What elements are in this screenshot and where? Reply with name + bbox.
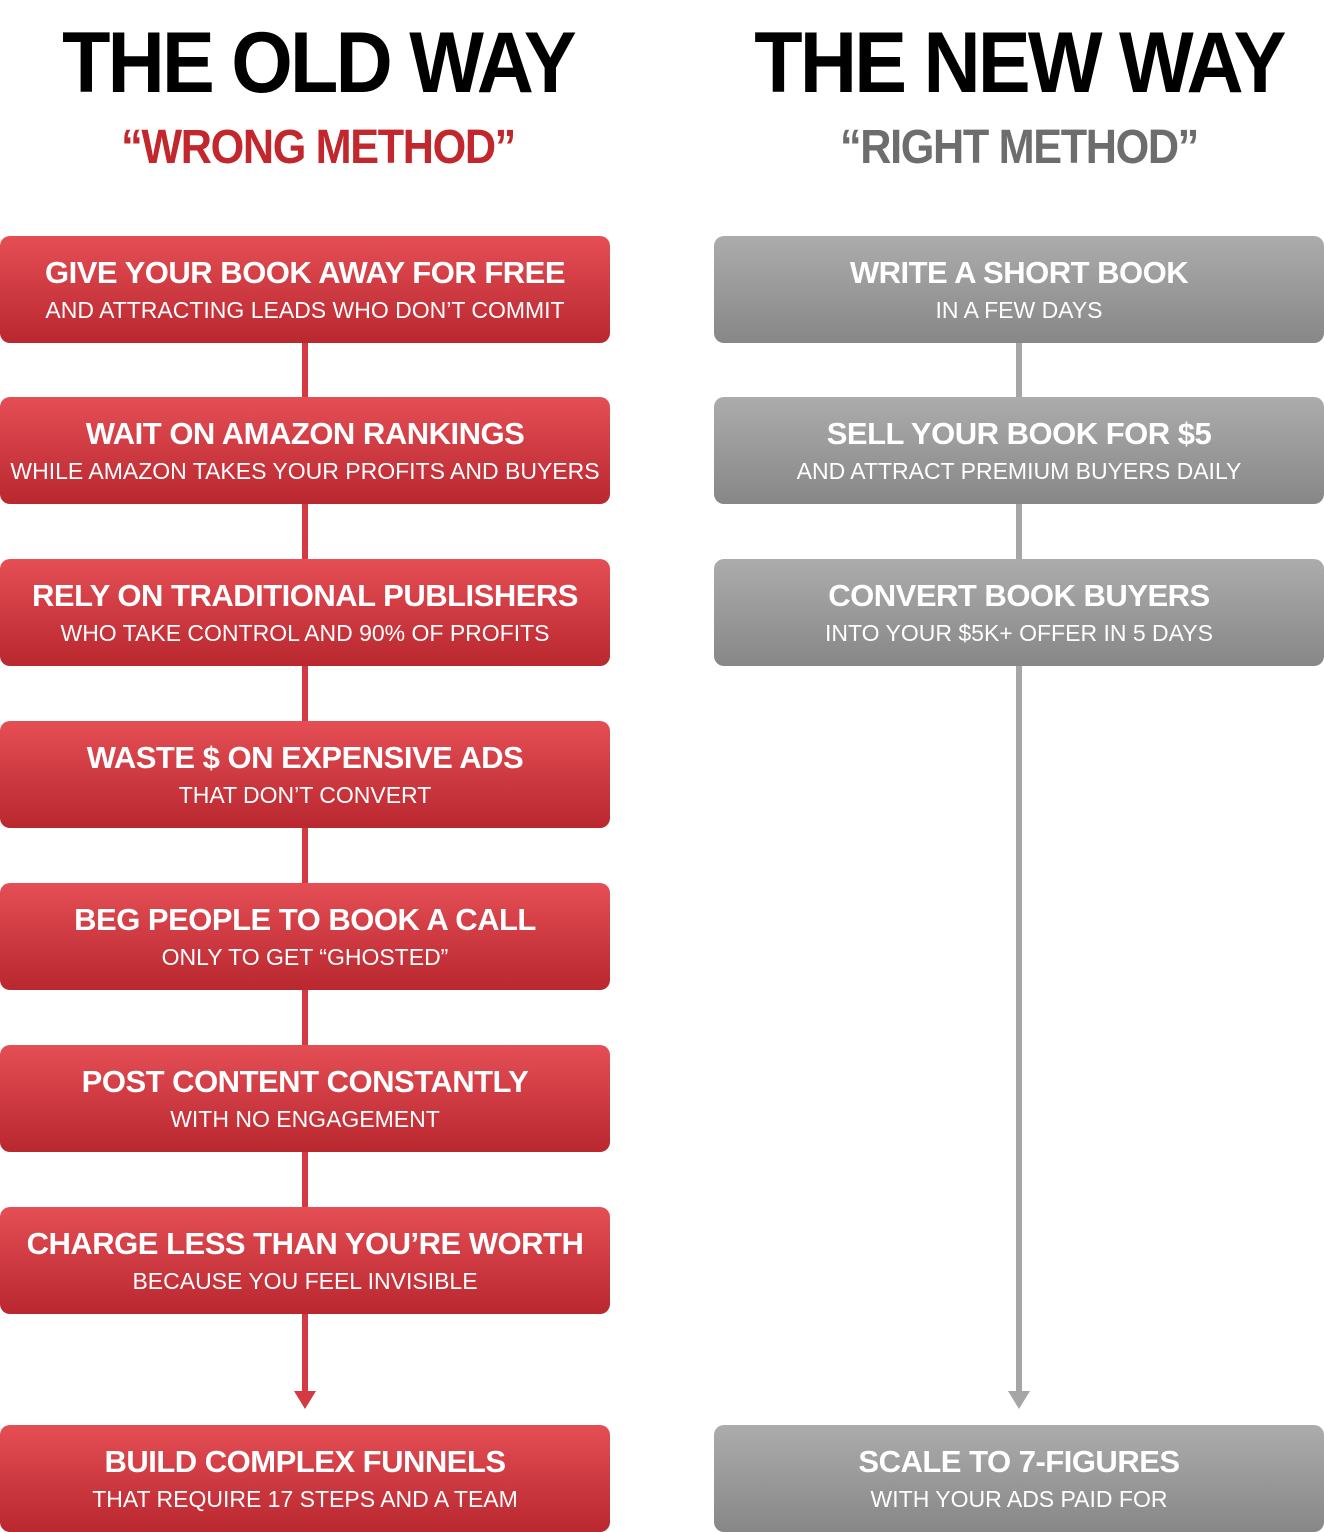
- step-heading: WASTE $ ON EXPENSIVE ADS: [86, 739, 524, 775]
- step-subtext: WHO TAKE CONTROL AND 90% OF PROFITS: [60, 619, 550, 646]
- old-result-box: BUILD COMPLEX FUNNELS THAT REQUIRE 17 STE…: [0, 1425, 610, 1532]
- step-heading: CONVERT BOOK BUYERS: [828, 577, 1210, 613]
- old-way-subtitle: “WRONG METHOD”: [121, 121, 516, 174]
- step-subtext: IN A FEW DAYS: [935, 296, 1103, 323]
- old-step-box: WAIT ON AMAZON RANKINGS WHILE AMAZON TAKE…: [0, 397, 610, 504]
- step-heading: RELY ON TRADITIONAL PUBLISHERS: [32, 577, 578, 613]
- result-subtext: THAT REQUIRE 17 STEPS AND A TEAM: [92, 1485, 518, 1512]
- old-step-box: POST CONTENT CONSTANTLY WITH NO ENGAGEMEN…: [0, 1045, 610, 1152]
- new-way-arrow-icon: [1008, 1391, 1030, 1409]
- step-heading: WAIT ON AMAZON RANKINGS: [85, 415, 525, 451]
- step-heading: GIVE YOUR BOOK AWAY FOR FREE: [45, 254, 566, 290]
- result-subtext: WITH YOUR ADS PAID FOR: [870, 1485, 1168, 1512]
- old-way-connector-line: [302, 340, 308, 1395]
- step-subtext: INTO YOUR $5K+ OFFER IN 5 DAYS: [825, 619, 1213, 646]
- old-way-arrow-icon: [294, 1391, 316, 1409]
- new-step-box: WRITE A SHORT BOOK IN A FEW DAYS: [714, 236, 1324, 343]
- step-subtext: BECAUSE YOU FEEL INVISIBLE: [132, 1267, 478, 1294]
- step-heading: WRITE A SHORT BOOK: [849, 254, 1189, 290]
- step-heading: POST CONTENT CONSTANTLY: [81, 1063, 529, 1099]
- old-step-box: CHARGE LESS THAN YOU’RE WORTH BECAUSE YOU…: [0, 1207, 610, 1314]
- step-heading: CHARGE LESS THAN YOU’RE WORTH: [26, 1225, 584, 1261]
- step-subtext: THAT DON’T CONVERT: [178, 781, 432, 808]
- old-step-box: RELY ON TRADITIONAL PUBLISHERS WHO TAKE C…: [0, 559, 610, 666]
- step-heading: BEG PEOPLE TO BOOK A CALL: [74, 901, 536, 937]
- new-step-box: SELL YOUR BOOK FOR $5 AND ATTRACT PREMIUM…: [714, 397, 1324, 504]
- step-subtext: ONLY TO GET “GHOSTED”: [161, 943, 449, 970]
- new-step-box: CONVERT BOOK BUYERS INTO YOUR $5K+ OFFER …: [714, 559, 1324, 666]
- new-way-subtitle: “RIGHT METHOD”: [840, 121, 1199, 174]
- old-step-box: WASTE $ ON EXPENSIVE ADS THAT DON’T CONVE…: [0, 721, 610, 828]
- step-heading: SELL YOUR BOOK FOR $5: [826, 415, 1212, 451]
- old-way-title: THE OLD WAY: [62, 15, 577, 111]
- step-subtext: WHILE AMAZON TAKES YOUR PROFITS AND BUYE…: [10, 457, 600, 484]
- step-subtext: AND ATTRACT PREMIUM BUYERS DAILY: [796, 457, 1242, 484]
- step-subtext: WITH NO ENGAGEMENT: [170, 1105, 440, 1132]
- new-way-title: THE NEW WAY: [754, 15, 1286, 111]
- step-subtext: AND ATTRACTING LEADS WHO DON’T COMMIT: [45, 296, 565, 323]
- result-heading: BUILD COMPLEX FUNNELS: [104, 1443, 506, 1479]
- new-way-connector-line: [1016, 340, 1022, 1395]
- new-result-box: SCALE TO 7-FIGURES WITH YOUR ADS PAID FOR: [714, 1425, 1324, 1532]
- old-step-box: GIVE YOUR BOOK AWAY FOR FREE AND ATTRACTI…: [0, 236, 610, 343]
- result-heading: SCALE TO 7-FIGURES: [858, 1443, 1180, 1479]
- old-step-box: BEG PEOPLE TO BOOK A CALL ONLY TO GET “GH…: [0, 883, 610, 990]
